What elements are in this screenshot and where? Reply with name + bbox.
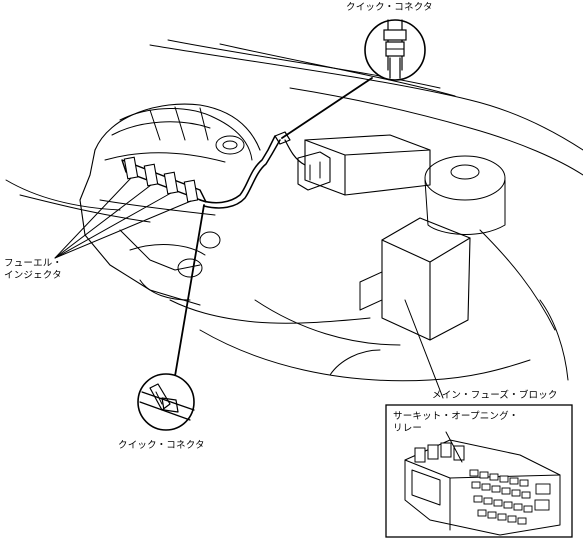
quick-connector-top-label: クイック・コネクタ — [346, 2, 433, 13]
main-fuse-block-label: メイン・フューズ・ブロック — [432, 390, 558, 401]
quick-connector-bottom-label: クイック・コネクタ — [118, 440, 205, 451]
strut-tower — [424, 155, 506, 235]
engine-block — [79, 103, 371, 324]
circuit-opening-relay-label-line1: サーキット・オープニング・ — [393, 411, 519, 422]
relay-detail-box — [385, 404, 573, 538]
vehicle-body-outline — [5, 39, 583, 382]
fuel-rail — [121, 156, 207, 203]
quick-connector-bottom-inset — [137, 373, 195, 431]
fuel-injector-label-line1: フューエル・ — [4, 258, 63, 269]
leader-lines — [54, 77, 444, 399]
fuel-line — [199, 131, 306, 209]
circuit-opening-relay-label-line2: リレー — [393, 423, 423, 434]
battery — [297, 134, 431, 196]
quick-connector-top-inset — [364, 19, 426, 81]
main-fuse-block — [359, 217, 471, 341]
fuel-injector-label-line2: インジェクタ — [4, 270, 62, 281]
